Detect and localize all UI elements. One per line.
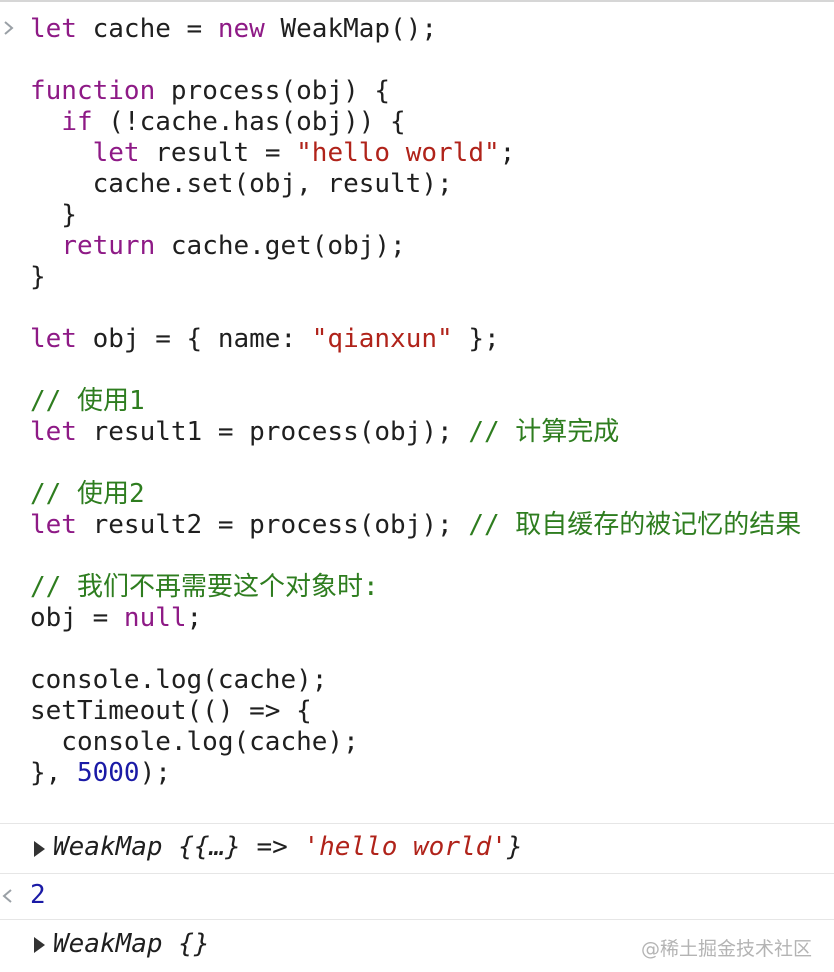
code-line: } [30,262,801,293]
code-line [30,293,801,324]
code-token: } [30,200,77,230]
return-arrow-icon [2,889,12,903]
weakmap-empty-preview[interactable]: WeakMap {} [53,929,210,959]
code-token: cache = [76,14,218,44]
code-token: null [123,603,187,633]
code-line: // 使用1 [30,386,801,417]
code-token: "qianxun" [311,324,453,354]
expand-triangle-icon[interactable] [34,937,45,953]
code-line: let cache = new WeakMap(); [30,14,801,45]
code-token: // 取自缓存的被记忆的结果 [468,510,802,540]
code-line: } [30,200,801,231]
code-token: setTimeout(() => { [30,696,312,726]
code-line: console.log(cache); [30,665,801,696]
code-token: let [30,510,77,540]
code-token: // 使用2 [30,479,145,509]
code-token: ); [139,758,171,788]
code-token: process(obj) { [155,76,391,106]
code-token: let [30,14,77,44]
code-token: // 计算完成 [468,417,620,447]
code-line: setTimeout(() => { [30,696,801,727]
code-token: console.log(cache); [30,727,359,757]
watermark: @稀土掘金技术社区 [640,938,812,960]
code-token: } [30,262,46,292]
code-token: return [61,231,156,261]
code-token [30,231,61,261]
code-token: let [30,417,77,447]
code-line: }, 5000); [30,758,801,789]
console-input-entry[interactable]: let cache = new WeakMap(); function proce… [0,2,834,824]
code-token: if [61,107,93,137]
return-value: 2 [30,880,46,910]
code-block: let cache = new WeakMap(); function proce… [30,14,801,789]
code-line [30,448,801,479]
code-token: cache.get(obj); [155,231,406,261]
code-token: 5000 [76,758,140,788]
console-log-output-1: WeakMap {{…} => 'hello world'} [0,824,834,874]
code-line [30,45,801,76]
code-token: obj = { name: [76,324,312,354]
code-token: "hello world" [296,138,500,168]
code-token: ; [186,603,203,633]
code-token: result2 = process(obj); [76,510,469,540]
code-token: }, [30,758,77,788]
code-line [30,355,801,386]
code-line: let obj = { name: "qianxun" }; [30,324,801,355]
code-line: let result2 = process(obj); // 取自缓存的被记忆的… [30,510,801,541]
code-token: obj = [30,603,124,633]
code-line: if (!cache.has(obj)) { [30,107,801,138]
code-line: function process(obj) { [30,76,801,107]
code-line [30,541,801,572]
code-token [30,138,93,168]
code-line: console.log(cache); [30,727,801,758]
code-token: WeakMap(); [264,14,438,44]
code-token: (!cache.has(obj)) { [92,107,406,137]
code-token: result = [139,138,297,168]
code-line [30,634,801,665]
code-line: let result1 = process(obj); // 计算完成 [30,417,801,448]
code-token: ; [499,138,516,168]
console-log-output-2: WeakMap {} @稀土掘金技术社区 [0,920,834,972]
code-line: // 我们不再需要这个对象时: [30,572,801,603]
code-token [30,107,61,137]
code-token: cache.set(obj, result); [30,169,453,199]
weakmap-preview[interactable]: WeakMap {{…} => 'hello world'} [53,832,523,862]
code-token: }; [452,324,500,354]
expand-triangle-icon[interactable] [34,841,45,857]
code-line: return cache.get(obj); [30,231,801,262]
code-token: console.log(cache); [30,665,328,695]
chevron-right-icon [4,21,14,35]
console-return-value-row: 2 [0,874,834,920]
code-token: result1 = process(obj); [76,417,469,447]
code-token: let [92,138,140,168]
code-line: obj = null; [30,603,801,634]
code-line: cache.set(obj, result); [30,169,801,200]
code-token: let [30,324,77,354]
code-token: function [30,76,156,106]
code-line: let result = "hello world"; [30,138,801,169]
code-token: // 我们不再需要这个对象时: [30,572,379,602]
code-token: // 使用1 [30,386,145,416]
code-token: new [217,14,265,44]
code-line: // 使用2 [30,479,801,510]
